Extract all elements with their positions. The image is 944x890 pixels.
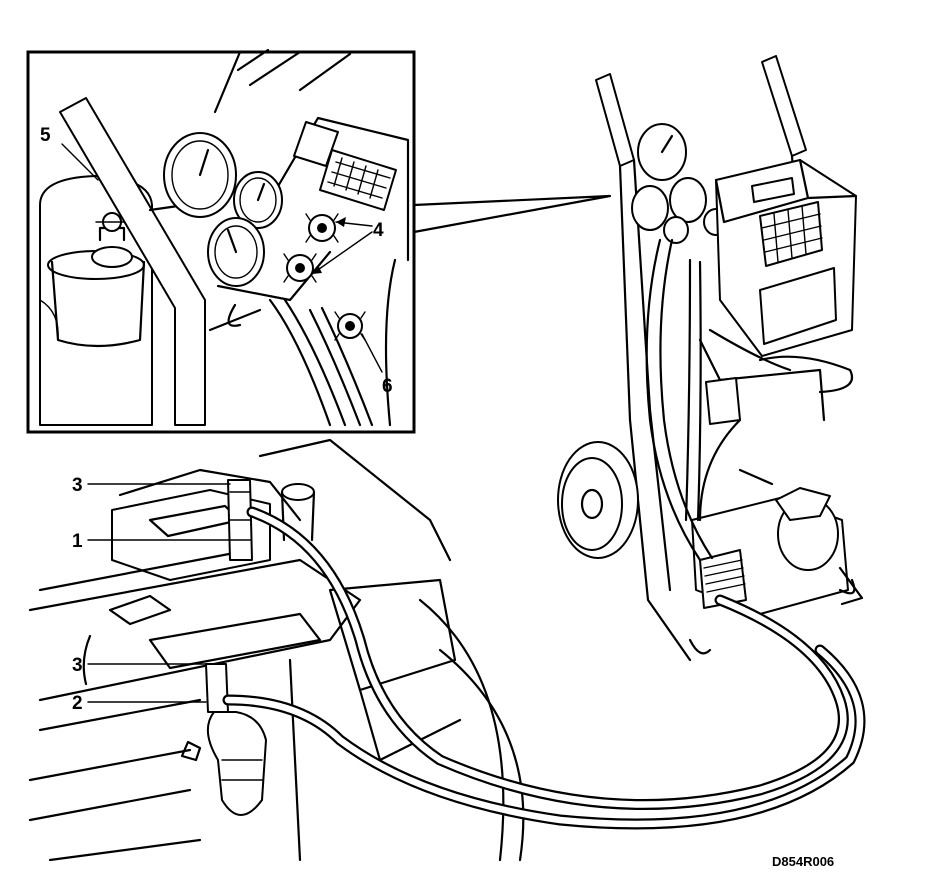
callout-6: 6 [382,376,393,397]
callout-3-upper: 3 [72,475,83,496]
detail-pointer [412,194,612,234]
callout-1: 1 [72,531,83,552]
vehicle-engine-bay [28,438,525,862]
callout-4: 4 [373,220,384,241]
valve-knobs [283,213,366,341]
keypad-panel [213,48,410,262]
refrigerant-bottle [39,175,153,426]
manifold-gauges [163,132,332,302]
reference-code: D854R006 [772,854,834,869]
inset-leaders [61,143,383,373]
callout-3-lower: 3 [72,655,83,676]
callout-2: 2 [72,693,83,714]
callout-5: 5 [40,125,51,146]
service-hoses [222,506,866,830]
detail-inset [26,48,416,434]
inset-hoses [208,258,397,427]
service-station [557,55,864,662]
main-leaders [87,483,231,703]
